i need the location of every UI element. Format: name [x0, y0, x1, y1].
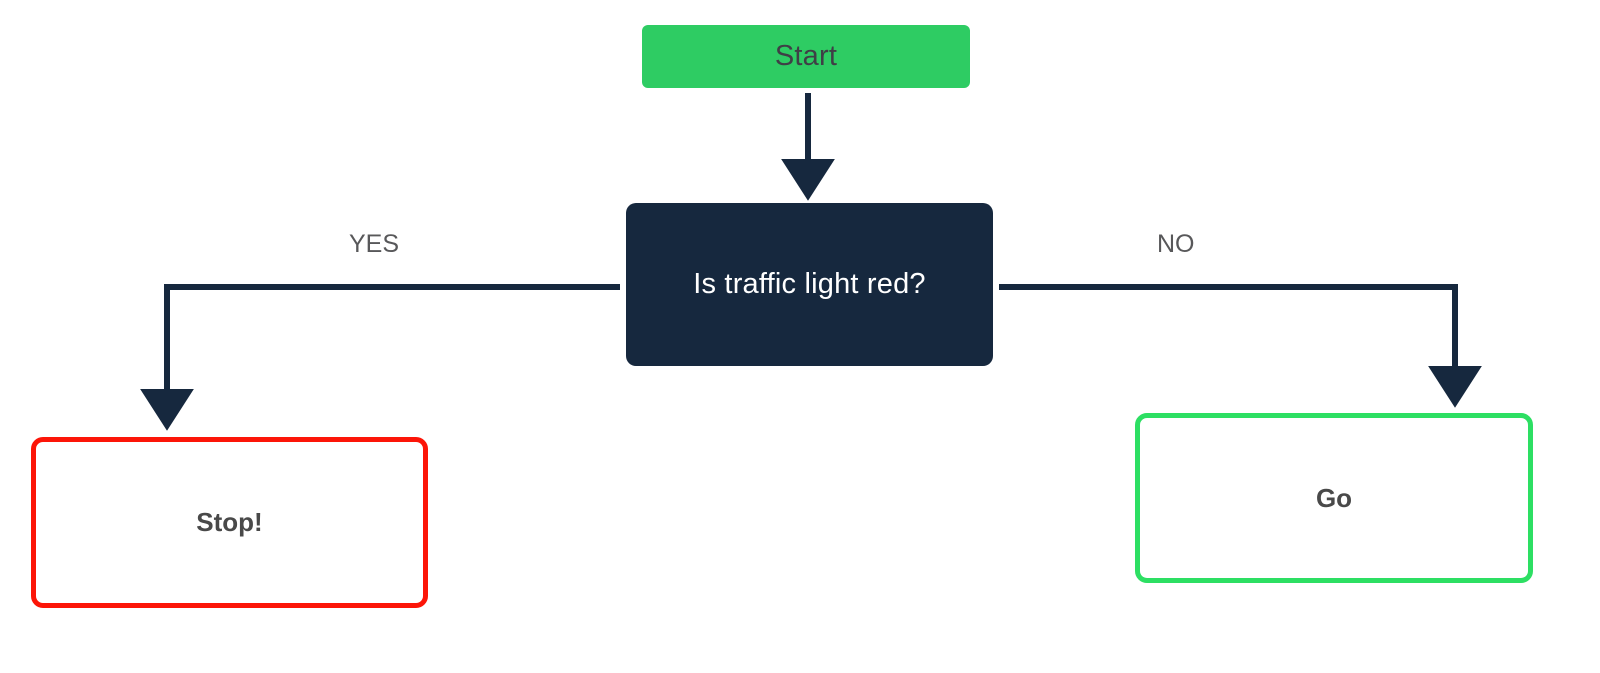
node-decision[interactable]: Is traffic light red? [626, 203, 993, 366]
edge-decision-to-go [999, 284, 1482, 408]
node-start-label: Start [774, 40, 838, 72]
node-stop[interactable]: Stop! [31, 437, 428, 608]
edge-decision-to-stop [140, 284, 620, 431]
edge-label-yes: YES [349, 230, 400, 258]
node-go[interactable]: Go [1135, 413, 1533, 583]
node-go-label: Go [1315, 482, 1353, 513]
node-stop-label: Stop! [196, 507, 263, 537]
node-start[interactable]: Start [642, 25, 970, 88]
node-decision-label: Is traffic light red? [693, 268, 926, 300]
edge-label-no: NO [1157, 230, 1195, 258]
